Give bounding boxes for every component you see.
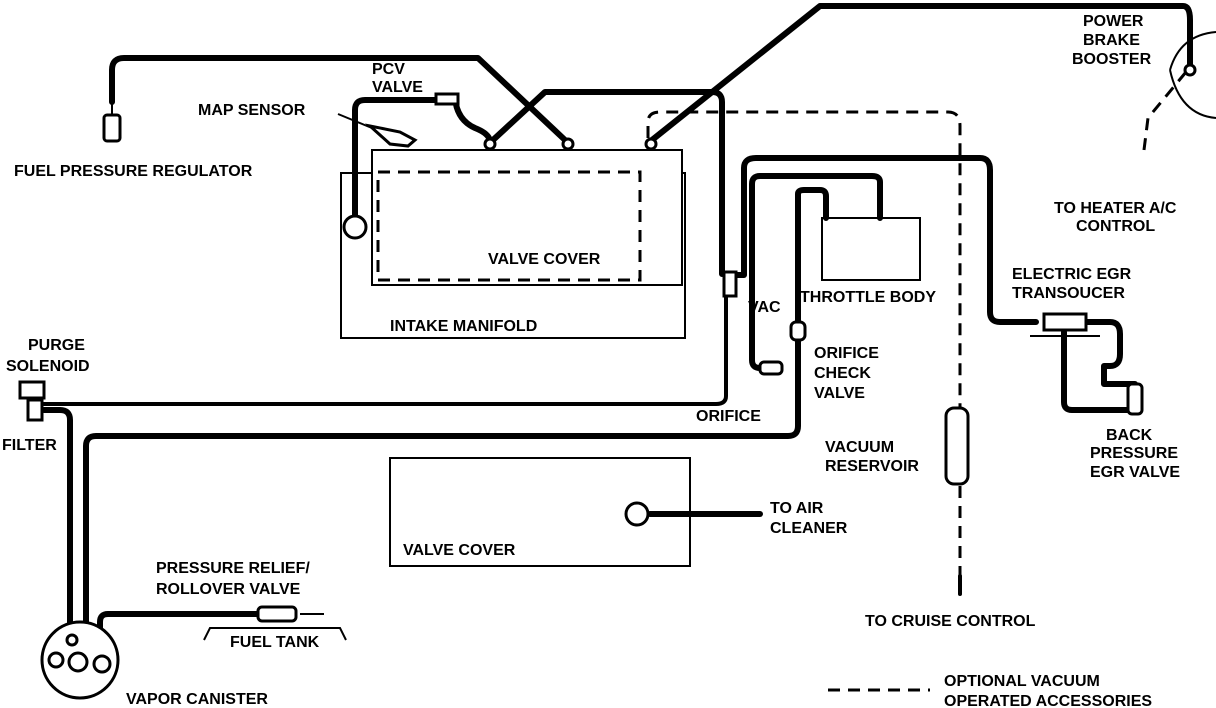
label-orifice: ORIFICE [696,408,761,425]
air-cleaner-fitting [624,501,650,527]
manifold-port-2 [561,137,575,151]
purge-solenoid [18,380,46,400]
label-pcv-valve-1: PCV [372,61,405,78]
hose-egr-valve-a [1082,319,1138,387]
label-pressure-relief-1: PRESSURE RELIEF/ [156,560,310,577]
hose-fuel-pressure-regulator [109,55,568,143]
hose-purge [83,337,801,643]
label-fuel-tank: FUEL TANK [230,634,320,651]
label-air-cleaner-1: TO AIR [770,500,824,517]
label-egr-transducer-1: ELECTRIC EGR [1012,266,1132,283]
label-vacuum-reservoir-2: RESERVOIR [825,458,919,475]
canister-port-2 [67,651,89,673]
fuel-tank-bracket [203,627,347,641]
label-vac: VAC [748,299,781,316]
canister-port-1 [47,651,65,669]
orifice-check-valve [789,320,807,342]
legend-label-1: OPTIONAL VACUUM [944,673,1100,690]
label-air-cleaner-2: CLEANER [770,520,848,537]
label-back-pressure-3: EGR VALVE [1090,464,1180,481]
valve-cover-top-outline [376,170,642,282]
filter [26,398,44,422]
label-orifice-check-2: CHECK [814,365,871,382]
label-vacuum-reservoir-1: VACUUM [825,439,894,456]
map-sensor-bracket [364,123,418,148]
pcv-valve [434,92,460,106]
label-heater-ac-2: CONTROL [1076,218,1155,235]
label-egr-transducer-2: TRANSOUCER [1012,285,1125,302]
hose-brake-booster [649,3,1193,143]
hose-throttle-vac [749,173,883,371]
label-fuel-pressure-regulator: FUEL PRESSURE REGULATOR [14,163,253,180]
hose-purge-solenoid [42,274,728,406]
hose-pcv-valve [442,95,493,145]
label-filter: FILTER [2,437,57,454]
label-throttle-body: THROTTLE BODY [800,289,936,306]
rollover-valve [256,605,298,623]
label-back-pressure-1: BACK [1106,427,1153,444]
hose-egr-valve-b [1061,329,1133,413]
label-intake-manifold: INTAKE MANIFOLD [390,318,537,335]
label-orifice-check-1: ORIFICE [814,345,879,362]
canister-port-4 [65,633,79,647]
label-valve-cover-top: VALVE COVER [488,251,601,268]
egr-transducer [1042,312,1088,332]
dashed-line-cruise [646,110,962,408]
power-brake-booster [1169,69,1216,119]
hose-rollover [97,611,265,643]
label-power-brake-booster-3: BOOSTER [1072,51,1152,68]
label-cruise-control: TO CRUISE CONTROL [865,613,1036,630]
map-sensor [342,214,368,240]
back-pressure-egr-valve [1126,382,1144,416]
label-valve-cover-bottom: VALVE COVER [403,542,516,559]
label-power-brake-booster-2: BRAKE [1083,32,1140,49]
label-heater-ac-1: TO HEATER A/C [1054,200,1177,217]
hose-filter [41,407,73,643]
label-map-sensor: MAP SENSOR [198,102,306,119]
manifold-port-1 [483,137,497,151]
label-purge-solenoid-1: PURGE [28,337,85,354]
label-power-brake-booster-1: POWER [1083,13,1144,30]
hose-map-sensor [352,97,448,228]
label-back-pressure-2: PRESSURE [1090,445,1178,462]
throttle-body [821,217,921,281]
fuel-pressure-regulator [102,113,122,143]
dashed-line-heater [1142,71,1188,151]
label-vapor-canister: VAPOR CANISTER [126,691,268,708]
hose-egr-transducer [729,155,1039,325]
label-orifice-check-3: VALVE [814,385,865,402]
manifold-side-fitting [722,270,738,298]
label-purge-solenoid-2: SOLENOID [6,358,90,375]
label-pcv-valve-2: VALVE [372,79,423,96]
legend-label-2: OPERATED ACCESSORIES [944,693,1152,708]
orifice [758,360,784,376]
brake-booster-port [1183,63,1197,77]
canister-port-3 [92,654,112,674]
vacuum-reservoir [944,406,970,486]
manifold-port-3 [644,137,658,151]
hose-orifice-check [795,187,829,328]
label-pressure-relief-2: ROLLOVER VALVE [156,581,301,598]
